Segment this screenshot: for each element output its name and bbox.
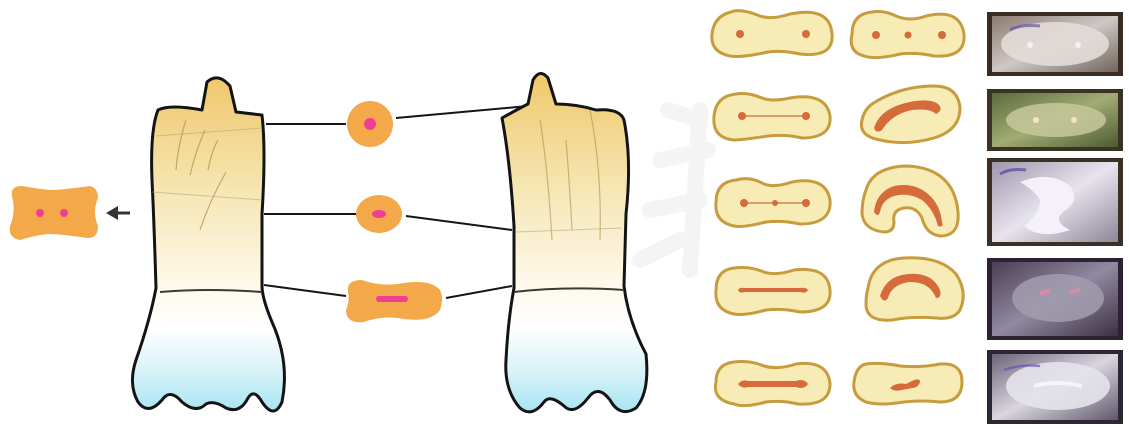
left-tooth xyxy=(132,78,284,411)
schematic-two-canals-isthmus xyxy=(716,179,830,227)
section-top xyxy=(347,101,393,147)
photo-section-2 xyxy=(987,89,1123,151)
photo-section-4 xyxy=(987,258,1123,340)
schematic-left-column xyxy=(712,11,832,406)
left-arrow-icon xyxy=(106,206,130,220)
schematic-two-canals-connected xyxy=(714,94,830,141)
photo-section-3 xyxy=(987,158,1123,246)
section-middle xyxy=(356,195,402,233)
section-bottom xyxy=(346,280,442,322)
schematic-s-shape-canal xyxy=(862,166,958,236)
left-cross-section xyxy=(10,186,98,240)
photo-column xyxy=(987,12,1123,424)
photo-section-1 xyxy=(987,12,1123,76)
watermark-logo xyxy=(640,110,708,270)
schematic-short-ribbon-canal xyxy=(854,363,962,404)
right-tooth xyxy=(502,73,647,411)
schematic-two-canals xyxy=(712,11,832,57)
photo-section-5 xyxy=(987,350,1123,424)
schematic-u-shape-canal xyxy=(866,258,963,320)
schematic-single-ribbon-canal xyxy=(715,362,830,406)
schematic-two-canals-partial-isthmus xyxy=(716,268,830,315)
schematic-middle-column xyxy=(851,12,964,405)
schematic-three-canals xyxy=(851,12,964,58)
schematic-c-shape-canal xyxy=(861,86,960,143)
